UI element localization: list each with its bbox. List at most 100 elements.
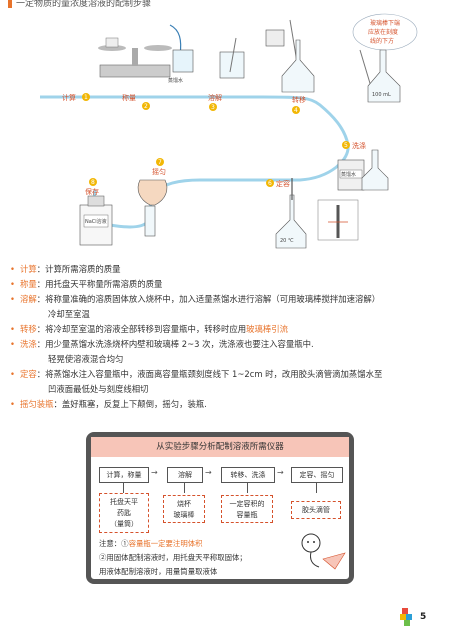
note-line-1: 注意：①容量瓶一定要注明体积 bbox=[99, 537, 203, 551]
header-box-calc: 计算，称量 bbox=[99, 467, 149, 483]
arrow-icon: → bbox=[151, 468, 158, 477]
step-7-label: 摇匀 bbox=[152, 167, 166, 176]
step-3-label: 溶解 bbox=[208, 93, 222, 102]
step-3-num: 3 bbox=[211, 104, 215, 111]
step-key: 定容 bbox=[20, 369, 37, 379]
step-continuation: 冷却至室温 bbox=[48, 309, 90, 319]
instrument-line: 一定容积的 bbox=[229, 500, 265, 508]
step-8-marker: 8保存 bbox=[85, 178, 99, 196]
tip-line-1: 玻璃棒下端 bbox=[370, 19, 400, 27]
step-text: ：将蒸馏水注入容量瓶中，液面离容量瓶颈刻度线下 1~2cm 时，改用胶头滴管滴加… bbox=[36, 369, 383, 379]
step-5-marker: 5 洗涤 bbox=[342, 141, 366, 150]
step-key: 洗涤 bbox=[20, 339, 37, 349]
instrument-line: 玻璃棒 bbox=[173, 511, 195, 519]
connector-line bbox=[247, 483, 248, 493]
header-box-dissolve: 溶解 bbox=[167, 467, 203, 483]
step-row-weigh: •称量：用托盘天平称量所需溶质的质量 bbox=[10, 279, 163, 289]
step-6-num: 6 bbox=[268, 180, 272, 187]
header-box-volume: 定容、摇匀 bbox=[291, 467, 343, 483]
mascot-icon bbox=[301, 533, 346, 570]
shake-flask-icon bbox=[137, 179, 168, 237]
step-1-label: 计算 bbox=[62, 93, 76, 102]
bottle-label: 蒸馏水 bbox=[341, 171, 356, 178]
step-1-marker: 计算 1 bbox=[62, 93, 90, 102]
step-highlight: 玻璃棒引流 bbox=[246, 324, 288, 334]
dropper-flask-icon: 20 ℃ bbox=[275, 178, 359, 249]
flask-label: 100 mL bbox=[372, 92, 391, 98]
balance-icon bbox=[98, 37, 172, 78]
water-beaker-icon: 蒸馏水 bbox=[168, 49, 194, 84]
step-6-marker: 6 定容 bbox=[266, 179, 290, 188]
step-7-marker: 7摇匀 bbox=[152, 158, 166, 176]
step-4-num: 4 bbox=[294, 107, 298, 114]
transfer-flask-icon bbox=[265, 19, 315, 93]
step-row-transfer: •转移：将冷却至室温的溶液全部转移到容量瓶中，转移时应用玻璃棒引流 bbox=[10, 324, 288, 334]
step-row-wash: •洗涤：用少量蒸馏水洗涤烧杯内壁和玻璃棒 2~3 次，洗涤液也要注入容量瓶中. bbox=[10, 339, 314, 349]
connector-line bbox=[123, 483, 124, 493]
step-4-marker: 转移 4 bbox=[292, 95, 306, 114]
step-8-num: 8 bbox=[91, 179, 95, 186]
step-row-calc: •计算：计算所需溶质的质量 bbox=[10, 264, 121, 274]
water-label: 蒸馏水 bbox=[168, 77, 183, 84]
save-label: NaCl溶液 bbox=[85, 218, 107, 225]
instrument-summary-card: 从实验步骤分析配制溶液所需仪器 计算，称量 → 溶解 → 转移、洗涤 → 定容、… bbox=[86, 432, 354, 584]
note-line-2: ②用固体配制溶液时，用托盘天平称取固体； bbox=[99, 553, 247, 562]
publisher-logo-icon bbox=[400, 608, 412, 626]
instrument-line: 托盘天平 bbox=[110, 498, 138, 506]
tip-bubble: 玻璃棒下端 应放在刻度 线的下方 bbox=[352, 13, 418, 51]
step-list: •计算：计算所需溶质的质量 •称量：用托盘天平称量所需溶质的质量 •溶解：将称量… bbox=[10, 262, 450, 412]
step-key: 溶解 bbox=[20, 294, 37, 304]
instrument-line: 容量瓶 bbox=[236, 511, 258, 519]
step-text: ：用托盘天平称量所需溶质的质量 bbox=[36, 279, 163, 289]
wash-setup-icon: 蒸馏水 bbox=[337, 149, 389, 191]
step-7-num: 7 bbox=[158, 159, 162, 166]
instrument-box-dissolve: 烧杯 玻璃棒 bbox=[163, 495, 205, 523]
step-key: 摇匀装瓶 bbox=[20, 399, 54, 409]
procedure-diagram: 蒸馏水 玻璃棒下端 应放在刻度 线的下方 100 mL 蒸馏水 20 ℃ bbox=[40, 13, 418, 249]
header-box-transfer: 转移、洗涤 bbox=[221, 467, 275, 483]
step-2-marker: 称量2 bbox=[122, 93, 150, 110]
connector-line bbox=[316, 483, 317, 493]
step-1-num: 1 bbox=[84, 94, 88, 101]
instrument-line: 烧杯 bbox=[177, 500, 191, 508]
instrument-box-calc: 托盘天平 药匙 （量筒） bbox=[99, 493, 149, 533]
step-2-label: 称量 bbox=[122, 93, 136, 102]
flask-temp-label: 20 ℃ bbox=[280, 238, 294, 244]
step-row-volume: •定容：将蒸馏水注入容量瓶中，液面离容量瓶颈刻度线下 1~2cm 时，改用胶头滴… bbox=[10, 369, 383, 379]
instrument-line: 药匙 bbox=[117, 509, 131, 517]
note-prefix: 注意：① bbox=[99, 539, 129, 548]
step-row-dissolve: •溶解：将称量准确的溶质固体放入烧杯中，加入适量蒸馏水进行溶解（可用玻璃棒搅拌加… bbox=[10, 294, 381, 304]
volumetric-flask-icon: 100 mL bbox=[359, 49, 401, 103]
note-highlight: 容量瓶一定要注明体积 bbox=[128, 539, 203, 548]
step-text: ：将冷却至室温的溶液全部转移到容量瓶中，转移时应用 bbox=[36, 324, 247, 334]
step-8-label: 保存 bbox=[85, 187, 99, 196]
arrow-icon: → bbox=[205, 468, 212, 477]
card-title: 从实验步骤分析配制溶液所需仪器 bbox=[91, 437, 349, 457]
section-header: 一定物质的量浓度溶液的配制步骤 bbox=[0, 0, 459, 10]
step-row-shake: •摇匀装瓶：盖好瓶塞，反复上下颠倒，摇匀，装瓶. bbox=[10, 399, 207, 409]
step-continuation: 凹液面最低处与刻度线相切 bbox=[48, 384, 149, 394]
header-title: 一定物质的量浓度溶液的配制步骤 bbox=[16, 0, 152, 9]
step-5-num: 5 bbox=[344, 142, 348, 149]
storage-bottle-icon: NaCl溶液 bbox=[79, 195, 113, 246]
page-number: 5 bbox=[420, 612, 427, 622]
step-key: 转移 bbox=[20, 324, 37, 334]
instrument-box-volume: 胶头滴管 bbox=[291, 501, 341, 519]
tip-line-2: 应放在刻度 bbox=[368, 28, 398, 36]
step-4-label: 转移 bbox=[292, 95, 306, 104]
step-continuation: 轻晃使溶液混合均匀 bbox=[48, 354, 124, 364]
step-text: ：用少量蒸馏水洗涤烧杯内壁和玻璃棒 2~3 次，洗涤液也要注入容量瓶中. bbox=[36, 339, 314, 349]
instrument-line: （量筒） bbox=[110, 520, 138, 528]
connector-line bbox=[184, 483, 185, 493]
header-accent-bar bbox=[8, 0, 12, 8]
step-text: ：盖好瓶塞，反复上下颠倒，摇匀，装瓶. bbox=[53, 399, 207, 409]
arrow-icon: → bbox=[277, 468, 284, 477]
step-key: 称量 bbox=[20, 279, 37, 289]
step-5-label: 洗涤 bbox=[352, 141, 366, 150]
step-3-marker: 溶解 3 bbox=[208, 93, 222, 111]
step-6-label: 定容 bbox=[276, 179, 290, 188]
tip-line-3: 线的下方 bbox=[370, 37, 394, 45]
dissolve-beaker-icon bbox=[219, 37, 245, 79]
step-text: ：将称量准确的溶质固体放入烧杯中，加入适量蒸馏水进行溶解（可用玻璃棒搅拌加速溶解… bbox=[36, 294, 381, 304]
instrument-box-transfer: 一定容积的 容量瓶 bbox=[221, 495, 273, 523]
